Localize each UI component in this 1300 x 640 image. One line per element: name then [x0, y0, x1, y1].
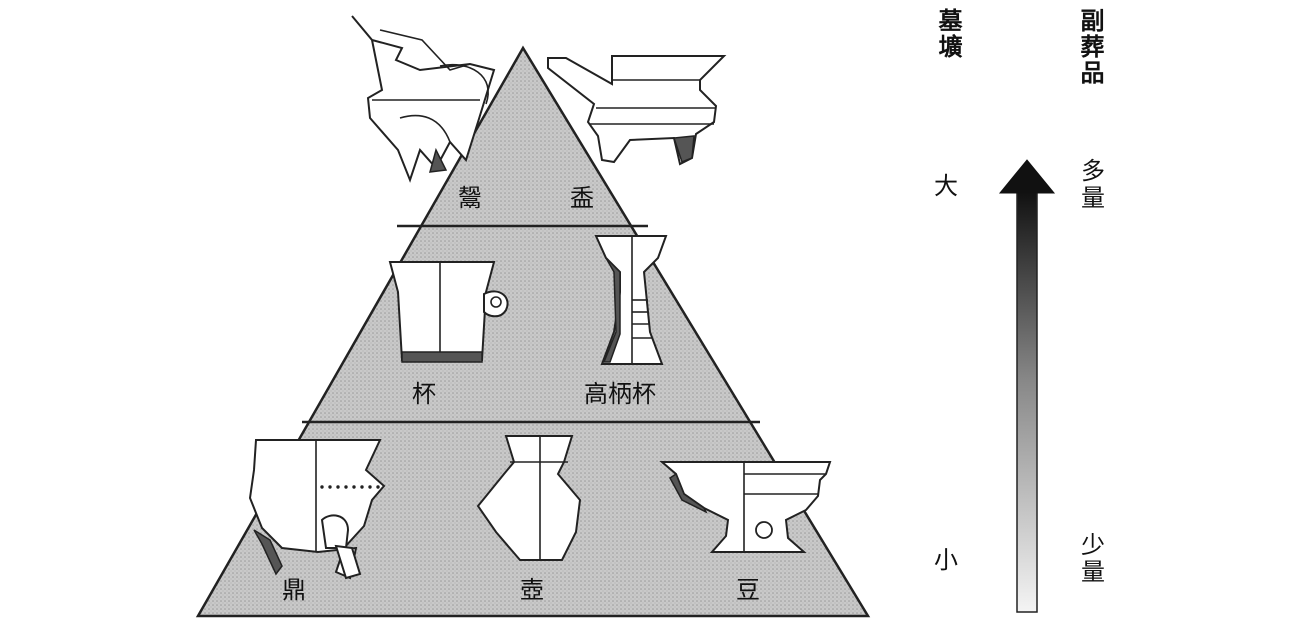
label-cup: 杯: [412, 382, 436, 406]
label-dou: 豆: [736, 578, 760, 602]
gradient-arrow: [1000, 160, 1054, 612]
tomb-size-large: 大: [934, 174, 958, 198]
axis-title-tomb: 墓壙: [936, 8, 960, 60]
label-gui: 鬶: [458, 186, 482, 210]
goods-amount-many: 多量: [1078, 158, 1108, 212]
label-hu: 壺: [520, 578, 544, 602]
label-ding: 鼎: [282, 578, 306, 602]
label-he: 盉: [570, 186, 594, 210]
tomb-size-small: 小: [934, 548, 958, 572]
goods-amount-few: 少量: [1078, 532, 1108, 586]
label-stem-cup: 高柄杯: [584, 382, 656, 406]
axis-title-goods: 副葬品: [1078, 8, 1102, 86]
